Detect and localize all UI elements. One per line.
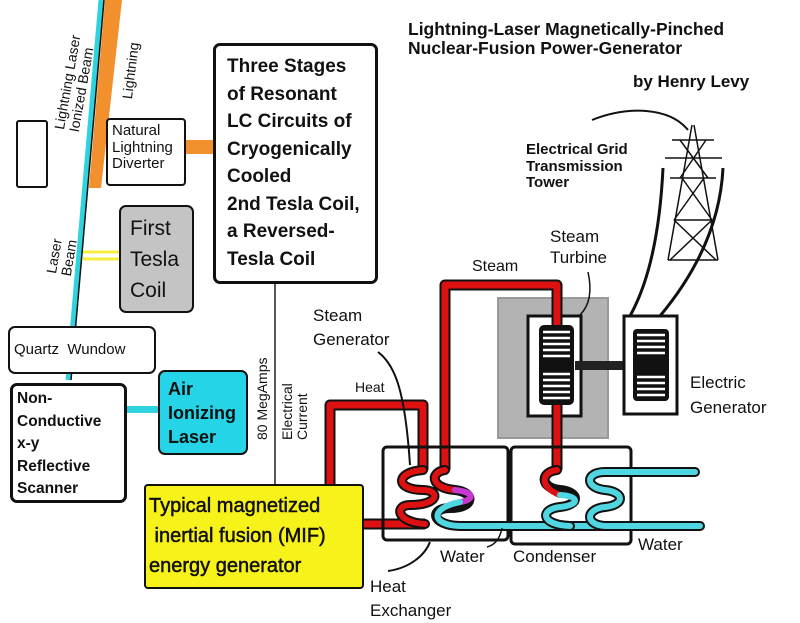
air-ionizing-laser-box: Air Ionizing Laser: [158, 370, 248, 455]
condenser-label: Condenser: [513, 547, 597, 566]
electrical-current-label: Electrical Current: [279, 383, 310, 440]
title-line-1: Lightning-Laser Magnetically-Pinched: [408, 19, 725, 39]
label-line: x-y: [17, 435, 40, 452]
label-line: Lightning: [112, 138, 173, 156]
water-leader: [486, 527, 503, 548]
lightning-bolt: [89, 0, 122, 188]
label-line: Transmission: [526, 157, 623, 175]
lightning-diverter-label: Natural Lightning Diverter: [112, 122, 173, 173]
author-credit: by Henry Levy: [633, 72, 750, 91]
label-line: Ionizing: [168, 403, 236, 423]
heat-exchanger-coils: [395, 465, 645, 531]
label-line: energy generator: [149, 555, 302, 578]
transmission-tower-icon: [665, 124, 722, 261]
label-line: LC Circuits of: [227, 111, 352, 132]
condenser-coils: [539, 465, 705, 531]
scanner-box: Non- Conductive x-y Reflective Scanner: [10, 383, 127, 503]
generator-rotor: [633, 329, 669, 401]
electric-generator-label: Electric Generator: [690, 370, 767, 420]
label-line: Cooled: [227, 166, 292, 187]
label-line: Generator: [313, 330, 390, 349]
label-line: Natural: [112, 122, 161, 139]
power-cable-2: [658, 167, 725, 317]
label-line: Steam: [550, 227, 600, 246]
label-line: Electric: [690, 373, 746, 392]
megamps-label: 80 MegAmps: [254, 357, 270, 440]
turbine-rotor: [539, 325, 574, 405]
mif-generator-box: Typical magnetized inertial fusion (MIF)…: [144, 484, 364, 589]
unlabeled-box: [16, 120, 48, 188]
diagram-title: Lightning-Laser Magnetically-Pinched Nuc…: [408, 19, 725, 59]
mif-generator-label: Typical magnetized inertial fusion (MIF)…: [149, 491, 326, 581]
turbine-leader: [579, 271, 591, 316]
quartz-window-label: Quartz Wundow: [14, 341, 126, 358]
laser-beam-edge: [70, 0, 105, 381]
power-cable-1: [628, 167, 665, 317]
label-line: Heat: [370, 577, 406, 596]
label-line: 2nd Tesla Coil,: [227, 193, 360, 215]
label-line: Cryogenically: [227, 138, 352, 160]
heat-exchanger-leader: [387, 541, 431, 572]
label-line: Exchanger: [370, 601, 452, 620]
label-line: a Reversed-: [227, 221, 335, 242]
label-line: Non-: [17, 390, 53, 407]
label-line: Scanner: [17, 480, 79, 497]
heat-exchanger-box: [381, 445, 510, 542]
steam-turbine-label: Steam Turbine: [550, 226, 607, 268]
steam-pipes: [324, 279, 563, 530]
air-ionizing-laser-label: Air Ionizing Laser: [168, 377, 236, 449]
label-line: Steam: [313, 306, 363, 325]
title-line-2: Nuclear-Fusion Power-Generator: [408, 38, 683, 59]
label-line: Laser: [168, 427, 217, 447]
condenser-box: [509, 445, 633, 546]
turbine-shaft: [575, 361, 655, 370]
first-tesla-coil-box: First Tesla Coil: [119, 205, 194, 313]
label-line: Tower: [526, 174, 570, 191]
label-line: Air: [168, 379, 194, 399]
electrical-grid-label: Electrical Grid Transmission Tower: [526, 141, 628, 192]
first-tesla-coil-label: First Tesla Coil: [130, 213, 179, 306]
quartz-window-box: Quartz Wundow: [8, 326, 156, 374]
steam-generator-label: Steam Generator: [313, 304, 390, 352]
lightning-diverter-box: Natural Lightning Diverter: [106, 118, 186, 186]
heat-exchanger-label: Heat Exchanger: [370, 575, 451, 623]
label-line: Electrical: [279, 383, 295, 440]
label-line: Coil: [130, 279, 167, 302]
label-line: Typical magnetized: [149, 495, 321, 518]
water-outlet-label: Water: [638, 535, 683, 554]
label-line: inertial fusion (MIF): [149, 525, 326, 548]
label-line: Current: [293, 393, 310, 440]
water-inlet-label: Water: [440, 547, 485, 566]
tower-wire: [591, 109, 689, 131]
label-line: Reflective: [17, 457, 91, 475]
label-line: Turbine: [550, 248, 608, 267]
heat-label: Heat: [355, 379, 385, 395]
label-line: First: [130, 217, 171, 240]
steam-label: Steam: [472, 258, 519, 275]
tesla-coil-stages-box: Three Stages of Resonant LC Circuits of …: [213, 43, 378, 284]
label-line: Electrical Grid: [526, 141, 628, 158]
scanner-label: Non- Conductive x-y Reflective Scanner: [17, 388, 101, 501]
scanner-laser-link: [125, 406, 158, 413]
laser-beam-label: Laser Beam: [43, 236, 80, 277]
laser-beam: [65, 0, 104, 381]
label-line: Generator: [690, 398, 767, 417]
steam-generator-leader: [377, 351, 411, 466]
label-line: of Resonant: [227, 83, 337, 105]
label-line: Three Stages: [227, 56, 347, 77]
label-line: Diverter: [112, 155, 165, 172]
label-line: Tesla: [130, 248, 180, 271]
label-line: Tesla Coil: [227, 248, 316, 270]
label-line: Conductive: [17, 412, 102, 430]
lightning-link: [183, 140, 213, 154]
tesla-coil-stages-label: Three Stages of Resonant LC Circuits of …: [227, 53, 360, 273]
